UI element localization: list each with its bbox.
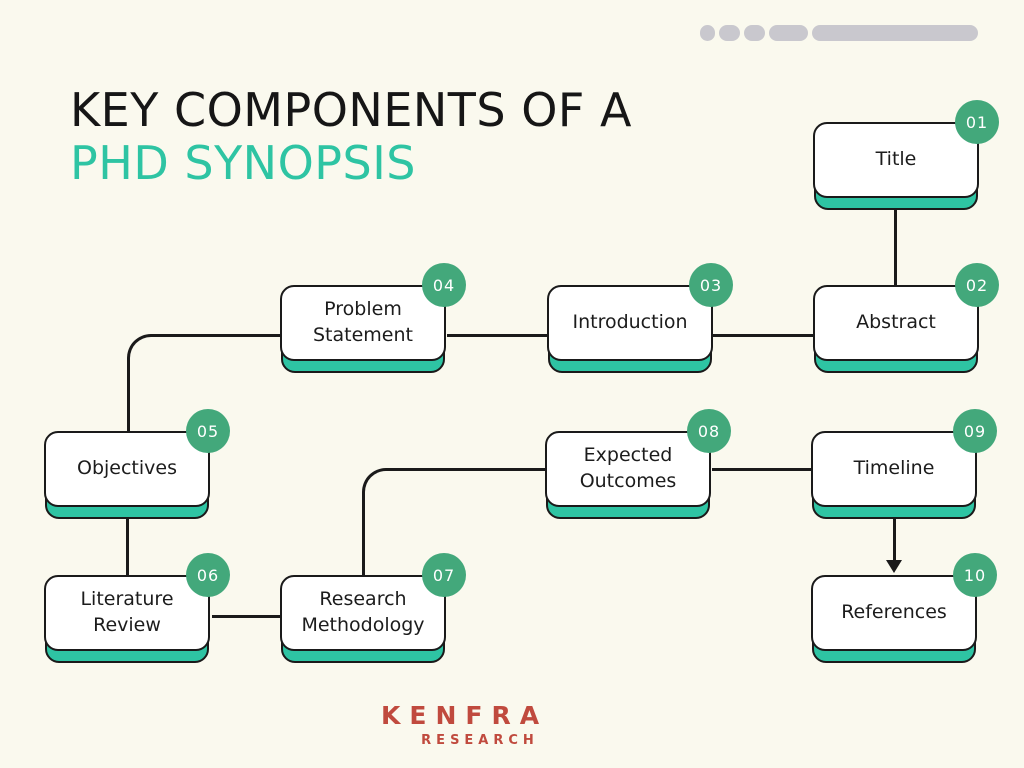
node-number-badge: 06 xyxy=(186,553,230,597)
node-label: Timeline xyxy=(853,457,935,480)
arrow-down-icon xyxy=(886,560,902,573)
node-box: Expected Outcomes xyxy=(545,431,711,507)
window-bar-icon xyxy=(812,25,978,41)
node-label: Research Methodology xyxy=(301,588,425,636)
logo: KENFRA RESEARCH xyxy=(372,701,544,748)
node-number-badge: 04 xyxy=(422,263,466,307)
window-pill-icon xyxy=(719,25,740,41)
node-label: Abstract xyxy=(856,311,936,334)
node-label: Literature Review xyxy=(80,588,174,636)
page-title-line1: KEY COMPONENTS OF A xyxy=(70,83,632,137)
node-box: Abstract xyxy=(813,285,979,361)
node-label: References xyxy=(841,601,947,624)
node-box: Timeline xyxy=(811,431,977,507)
connector-research-expected xyxy=(362,468,545,575)
node-title: Title 01 xyxy=(813,100,999,210)
node-label: Title xyxy=(875,148,917,171)
node-label: Objectives xyxy=(77,457,177,480)
node-box: Research Methodology xyxy=(280,575,446,651)
window-pill-icon xyxy=(769,25,808,41)
connector-title-abstract xyxy=(894,209,897,285)
node-expected-outcomes: Expected Outcomes 08 xyxy=(545,409,731,519)
node-number-badge: 01 xyxy=(955,100,999,144)
connector-literature-research xyxy=(212,615,280,618)
logo-subtitle: RESEARCH xyxy=(421,733,539,748)
node-label: Introduction xyxy=(572,311,688,334)
node-box: Introduction xyxy=(547,285,713,361)
window-chrome xyxy=(700,25,978,41)
window-dot-icon xyxy=(700,25,715,41)
node-introduction: Introduction 03 xyxy=(547,263,733,373)
node-box: Problem Statement xyxy=(280,285,446,361)
connector-timeline-references xyxy=(893,518,896,562)
node-abstract: Abstract 02 xyxy=(813,263,999,373)
node-problem-statement: Problem Statement 04 xyxy=(280,263,466,373)
node-box: References xyxy=(811,575,977,651)
connector-problem-objectives xyxy=(127,334,280,431)
connector-expected-timeline xyxy=(712,468,811,471)
node-number-badge: 05 xyxy=(186,409,230,453)
node-number-badge: 07 xyxy=(422,553,466,597)
node-literature-review: Literature Review 06 xyxy=(44,553,230,663)
node-references: References 10 xyxy=(811,553,997,663)
node-box: Objectives xyxy=(44,431,210,507)
node-label: Problem Statement xyxy=(313,298,413,346)
connector-introduction-problem xyxy=(447,334,547,337)
connector-objectives-literature xyxy=(126,518,129,575)
connector-abstract-introduction xyxy=(713,334,813,337)
node-research-methodology: Research Methodology 07 xyxy=(280,553,466,663)
node-number-badge: 03 xyxy=(689,263,733,307)
node-objectives: Objectives 05 xyxy=(44,409,230,519)
node-label: Expected Outcomes xyxy=(579,444,677,492)
page-title-line2: PHD SYNOPSIS xyxy=(70,136,416,191)
page-title: KEY COMPONENTS OF A PHD SYNOPSIS xyxy=(70,83,632,191)
node-number-badge: 08 xyxy=(687,409,731,453)
node-number-badge: 10 xyxy=(953,553,997,597)
logo-wordmark: KENFRA xyxy=(381,701,549,730)
node-box: Literature Review xyxy=(44,575,210,651)
window-pill-icon xyxy=(744,25,765,41)
node-timeline: Timeline 09 xyxy=(811,409,997,519)
node-number-badge: 09 xyxy=(953,409,997,453)
node-number-badge: 02 xyxy=(955,263,999,307)
node-box: Title xyxy=(813,122,979,198)
